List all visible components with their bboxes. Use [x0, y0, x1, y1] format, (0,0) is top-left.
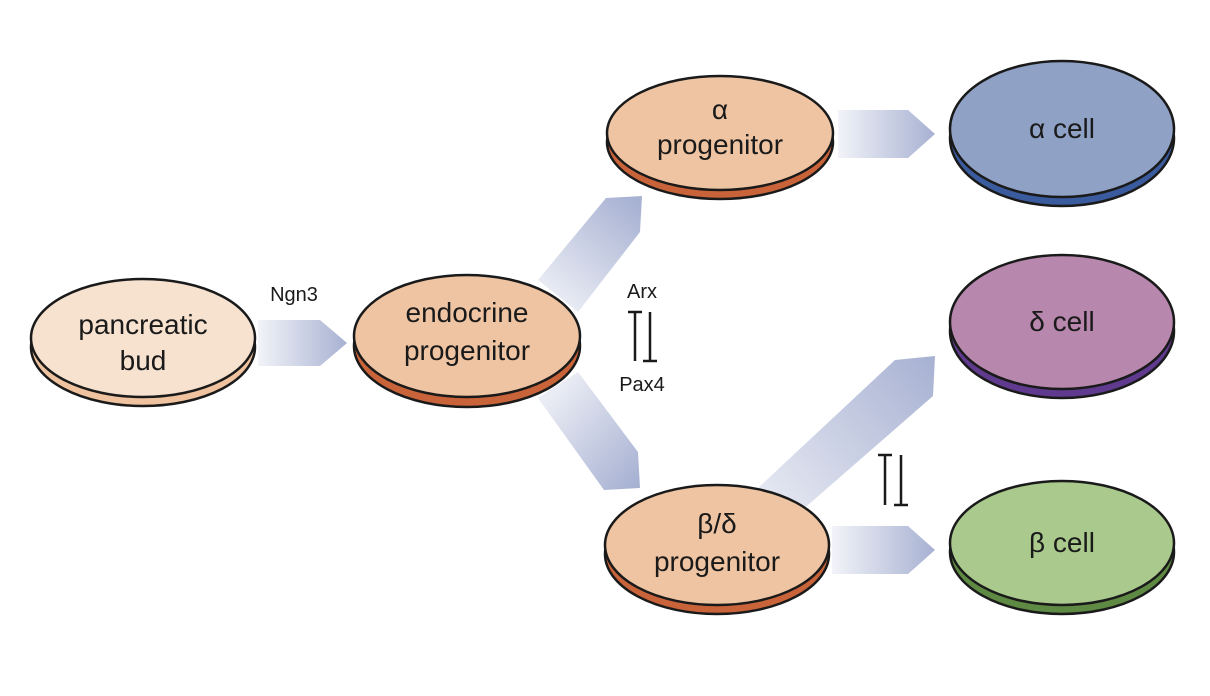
- pancreatic-bud-disc: [29, 277, 257, 399]
- pax4-label: Pax4: [619, 374, 665, 396]
- node-alpha-cell: α cell: [948, 59, 1176, 208]
- arrow-bud-to-endocrine: [258, 320, 347, 366]
- alpha-cell-disc: [948, 59, 1176, 199]
- arrow-beta-delta-to-delta: [758, 356, 935, 512]
- node-beta-delta-progenitor: β/δ progenitor: [603, 483, 831, 616]
- node-delta-cell: δ cell: [948, 253, 1176, 400]
- node-endocrine-progenitor: endocrine progenitor: [352, 273, 582, 409]
- arrow-endocrine-to-beta-delta: [538, 372, 640, 490]
- alpha-cell-label: α cell: [1029, 113, 1095, 144]
- beta-cell-label: β cell: [1029, 527, 1095, 558]
- node-alpha-progenitor: α progenitor: [605, 74, 835, 201]
- node-beta-cell: β cell: [948, 479, 1176, 616]
- endocrine-progenitor-disc: [352, 273, 582, 399]
- arrow-beta-delta-to-beta-cell: [832, 526, 935, 574]
- beta-cell-disc: [948, 479, 1176, 607]
- arx-label: Arx: [627, 281, 657, 303]
- arrows: [258, 110, 935, 574]
- delta-cell-disc: [948, 253, 1176, 391]
- beta-delta-mutual-inhibition-icon: [878, 453, 908, 507]
- pancreatic-bud-label-line1: pancreatic: [78, 309, 207, 340]
- endocrine-progenitor-label-line2: progenitor: [404, 335, 530, 366]
- arx-pax4-mutual-inhibition-icon: [628, 310, 657, 363]
- node-pancreatic-bud: pancreatic bud: [29, 277, 257, 408]
- alpha-progenitor-label-line2: progenitor: [657, 129, 783, 160]
- pancreatic-bud-label-line2: bud: [120, 345, 167, 376]
- beta-delta-progenitor-label-line1: β/δ: [697, 508, 736, 539]
- endocrine-progenitor-label-line1: endocrine: [406, 297, 529, 328]
- arrow-endocrine-to-alpha: [538, 196, 642, 312]
- arrow-alpha-to-alpha-cell: [838, 110, 935, 158]
- beta-delta-progenitor-label-line2: progenitor: [654, 546, 780, 577]
- beta-delta-progenitor-disc: [603, 483, 831, 607]
- alpha-progenitor-disc: [605, 74, 835, 192]
- delta-cell-label: δ cell: [1029, 306, 1094, 337]
- alpha-progenitor-label-line1: α: [712, 94, 728, 125]
- ngn3-label: Ngn3: [270, 284, 318, 306]
